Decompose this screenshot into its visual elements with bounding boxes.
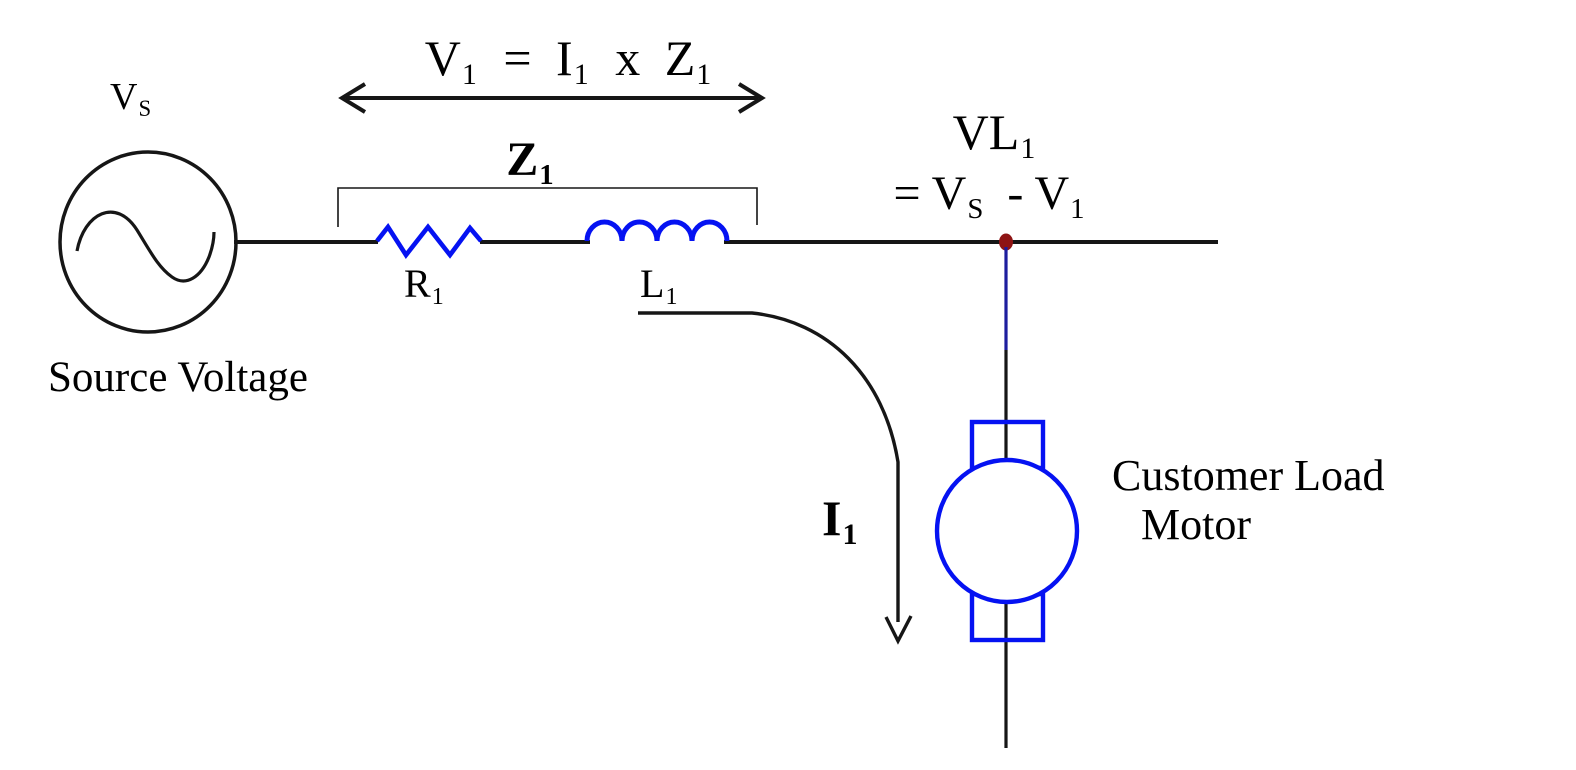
current-arrow-curve [638, 311, 900, 622]
eq-equals: = [503, 30, 532, 86]
vl1-eq-v1: - V [1007, 167, 1070, 220]
eq-z: Z [664, 30, 696, 86]
node-dot-icon [999, 233, 1013, 251]
vs-sub: S [138, 95, 152, 121]
current-label: I1 [822, 493, 857, 550]
vl1-eq-vs: = V [893, 167, 967, 220]
eq-i: I [556, 30, 573, 86]
load-caption-line1: Customer Load [1112, 451, 1385, 500]
i1-sub: 1 [842, 518, 858, 551]
resistor-label: R1 [404, 261, 444, 311]
equation-v1: V1 = I1 x Z1 [368, 33, 768, 90]
source-symbol-label: VS [110, 78, 151, 121]
eq-v: V [424, 30, 461, 86]
i1-base: I [822, 490, 842, 546]
vl1-eq-vs-sub: S [967, 192, 984, 225]
load-caption-line2: Motor [1141, 500, 1251, 549]
arrow-left-head-icon [338, 82, 367, 114]
z1-base: Z [506, 133, 539, 186]
ac-source-circle-icon [58, 150, 238, 334]
arrow-right-head-icon [737, 82, 766, 114]
vs-base: V [110, 76, 138, 118]
inductor-label: L1 [640, 261, 678, 311]
source-caption: Source Voltage [48, 354, 308, 401]
vl1-sub: 1 [1020, 132, 1036, 165]
vl1-eq-v1-sub: 1 [1070, 192, 1085, 225]
r1-sub: 1 [431, 284, 444, 311]
inductor-icon [584, 219, 730, 242]
r1-base: R [404, 261, 431, 306]
sine-wave-icon [75, 210, 216, 283]
eq-z-sub: 1 [696, 58, 712, 91]
z1-sub: 1 [539, 158, 554, 191]
motor-body-icon [934, 457, 1080, 605]
load-voltage-label: VL1 [894, 107, 1094, 164]
l1-base: L [640, 261, 665, 306]
impedance-bracket [337, 187, 758, 227]
resistor-icon [375, 223, 483, 259]
eq-i-sub: 1 [573, 58, 589, 91]
current-arrow-head-icon [884, 615, 913, 645]
eq-times: x [615, 30, 641, 86]
load-voltage-equation: = VS - V1 [864, 167, 1114, 225]
l1-sub: 1 [665, 284, 678, 311]
eq-v-sub: 1 [461, 58, 477, 91]
vl1-base: VL [952, 104, 1020, 160]
impedance-label: Z1 [330, 133, 730, 191]
